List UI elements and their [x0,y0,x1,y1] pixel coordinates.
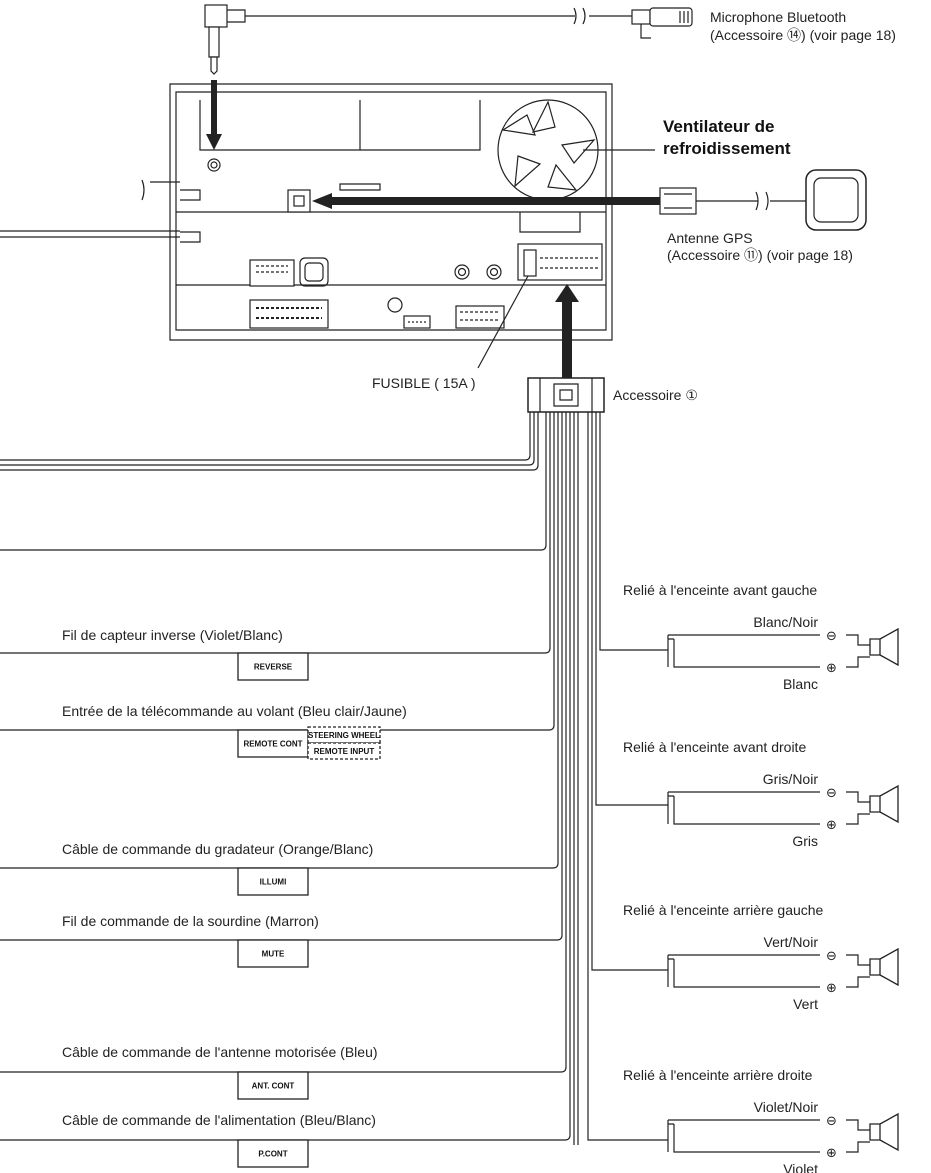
tag-box-frame [237,1139,309,1168]
tag-box: REVERSE [237,652,309,681]
speaker-bracket [846,1119,870,1153]
plus-icon: ⊕ [826,1146,837,1161]
speaker-neg-label: Violet/Noir [754,1099,819,1115]
tag-box-label: REMOTE INPUT [314,747,375,756]
tag-box: MUTE [237,939,309,968]
speaker-bracket [846,634,870,668]
tag-box-frame [237,867,309,896]
speaker-neg-label: Blanc/Noir [753,614,818,630]
wire-label-reverse: Fil de capteur inverse (Violet/Blanc) [62,627,283,643]
minus-icon: ⊖ [826,629,837,644]
mic-label-line2: (Accessoire ⑭) (voir page 18) [710,27,896,43]
wire-label-pcont: Câble de commande de l'alimentation (Ble… [62,1112,376,1128]
speaker-title: Relié à l'enceinte arrière gauche [623,902,824,918]
wire-label-remote: Entrée de la télécommande au volant (Ble… [62,703,407,719]
mic-label-line1: Microphone Bluetooth [710,9,846,25]
plus-icon: ⊕ [826,981,837,996]
speaker-wire [667,791,820,825]
tag-box-frame [307,726,381,744]
tag-box-frame [237,729,309,758]
speaker-pos-label: Blanc [783,676,818,692]
speaker-icon [869,627,899,667]
tag-box-label: ANT. CONT [252,1082,295,1091]
tag-box-label: ILLUMI [260,878,287,887]
minus-icon: ⊖ [826,1114,837,1129]
gps-label-line1: Antenne GPS [667,230,753,246]
minus-icon: ⊖ [826,786,837,801]
tag-box-label: P.CONT [258,1150,287,1159]
speaker-pos-label: Violet [783,1161,818,1173]
tag-box-label: STEERING WHEEL [308,731,380,740]
tag-box-frame [237,939,309,968]
tag-box-frame [237,1071,309,1100]
speaker-title: Relié à l'enceinte arrière droite [623,1067,813,1083]
microphone-cable [204,4,693,75]
tag-box: STEERING WHEEL [307,726,381,744]
speaker-wire [667,1119,820,1153]
fuse-label: FUSIBLE ( 15A ) [372,375,475,391]
tag-boxes: REVERSE REMOTE CONT STEERING WHEEL REMOTE I… [237,652,381,1168]
tag-box: ANT. CONT [237,1071,309,1100]
speaker-pos-label: Vert [793,996,818,1012]
wire-label-mute: Fil de commande de la sourdine (Marron) [62,913,319,929]
speaker-wire [667,634,820,668]
gps-label-line2: (Accessoire ⑪) (voir page 18) [667,247,853,263]
speaker-group: Relié à l'enceinte arrière gaucheVert/No… [623,902,899,1012]
speaker-wire-runs [587,412,668,1141]
speaker-icon [869,947,899,987]
tag-box-label: REMOTE CONT [243,740,302,749]
speaker-icon [869,1112,899,1152]
fuse-leader-line [477,275,529,369]
minus-icon: ⊖ [826,949,837,964]
speaker-wire [667,954,820,988]
wire-harness-lower [0,412,579,1145]
fan-label-line2: refroidissement [663,139,791,158]
speaker-title: Relié à l'enceinte avant gauche [623,582,817,598]
tag-box-label: REVERSE [254,663,293,672]
accessory-label: Accessoire ① [613,387,698,403]
plus-icon: ⊕ [826,661,837,676]
unit-chassis [0,83,613,341]
plus-icon: ⊕ [826,818,837,833]
speaker-neg-label: Vert/Noir [764,934,819,950]
speaker-group: Relié à l'enceinte avant gaucheBlanc/Noi… [623,582,899,692]
fan-label-line1: Ventilateur de [663,117,774,136]
gps-antenna [287,169,867,231]
tag-box: P.CONT [237,1139,309,1168]
speaker-bracket [846,954,870,988]
speaker-group: Relié à l'enceinte avant droiteGris/Noir… [623,739,899,849]
speaker-neg-label: Gris/Noir [763,771,819,787]
unit-connectors [249,243,603,329]
speaker-bracket [846,791,870,825]
tag-box: REMOTE CONT [237,729,309,758]
speaker-pos-label: Gris [792,833,818,849]
connection-arrows [206,80,579,380]
wire-label-illumi: Câble de commande du gradateur (Orange/B… [62,841,373,857]
tag-box-frame [307,742,381,760]
wire-harness-top [0,412,547,551]
speaker-title: Relié à l'enceinte avant droite [623,739,806,755]
tag-box: ILLUMI [237,867,309,896]
speaker-group: Relié à l'enceinte arrière droiteViolet/… [623,1067,899,1173]
speakers-layer: Relié à l'enceinte avant gaucheBlanc/Noi… [623,582,899,1173]
wire-label-antcont: Câble de commande de l'antenne motorisée… [62,1044,378,1060]
speaker-icon [869,784,899,824]
tag-box: REMOTE INPUT [307,742,381,760]
accessory-connector [527,377,605,413]
tag-box-frame [237,652,309,681]
tag-box-label: MUTE [262,950,285,959]
